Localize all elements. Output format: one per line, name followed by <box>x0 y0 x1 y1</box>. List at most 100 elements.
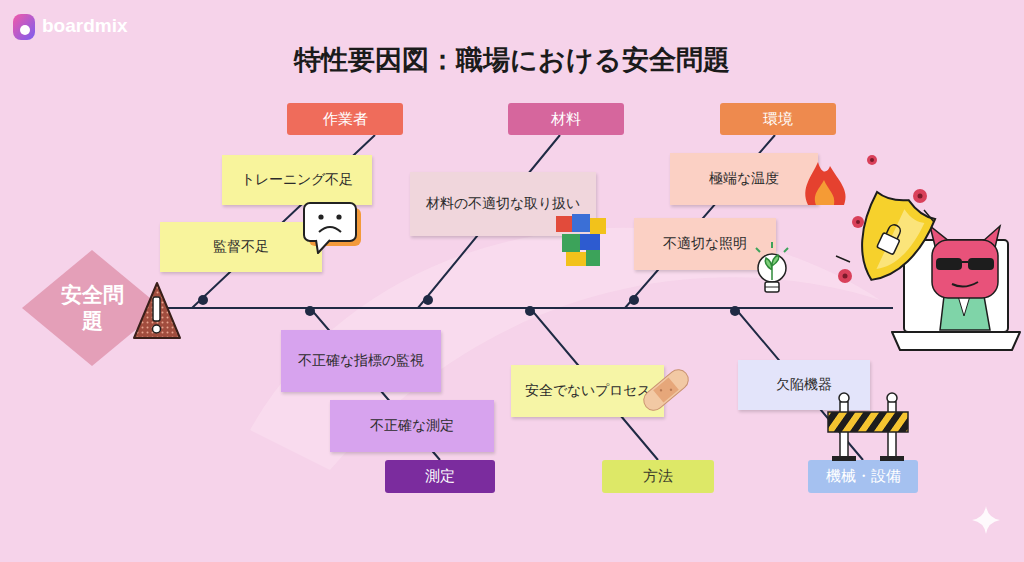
laptop-character <box>932 240 998 298</box>
diagram-title: 特性要因図：職場における安全問題 <box>0 42 1024 78</box>
node-text: 極端な温度 <box>709 170 779 188</box>
diamond-outline <box>22 250 162 366</box>
puzzle-blocks <box>566 252 586 266</box>
junction-dots <box>525 306 535 316</box>
logo-icon <box>13 14 35 40</box>
node-text: 材料の不適切な取り扱い <box>426 195 580 213</box>
cause-note: 不正確な指標の監視 <box>281 330 441 392</box>
puzzle-blocks <box>562 234 580 252</box>
flower-icons <box>838 269 852 283</box>
category-box: 作業者 <box>287 103 403 135</box>
category-box: 測定 <box>385 460 495 493</box>
lightbulb-icon <box>784 248 788 252</box>
barricade-icon <box>828 412 908 432</box>
sparkle-icon <box>972 506 1000 534</box>
cause-note: 材料の不適切な取り扱い <box>410 172 596 236</box>
cause-note: トレーニング不足 <box>222 155 372 205</box>
node-text: 測定 <box>425 467 455 486</box>
laptop-character <box>968 258 994 270</box>
sad-speech-bubble <box>318 214 323 219</box>
logo-wordmark: boardmix <box>42 15 128 37</box>
flower-icons <box>913 189 927 203</box>
flower-icons <box>867 155 877 165</box>
node-text: 環境 <box>763 110 793 129</box>
barricade-icon <box>887 393 897 403</box>
cause-note: 不正確な測定 <box>330 400 494 452</box>
diamond-shape <box>22 250 162 366</box>
flower-icons <box>856 220 860 224</box>
laptop-character <box>904 240 1008 332</box>
shield-icon <box>876 209 926 279</box>
cause-note: 不適切な照明 <box>634 218 776 270</box>
cause-note: 安全でないプロセス <box>511 365 664 417</box>
puzzle-blocks <box>586 250 600 266</box>
node-text: 不正確な測定 <box>370 417 454 435</box>
spine-extension <box>735 307 893 309</box>
shield-icon <box>842 187 938 294</box>
lightbulb-icon <box>765 282 779 292</box>
warning-sign <box>153 325 161 333</box>
laptop-character <box>958 296 970 316</box>
junction-dots <box>198 295 208 305</box>
node-text: 不正確な指標の監視 <box>298 352 424 370</box>
flower-icons <box>870 158 874 162</box>
flower-icons <box>852 216 864 228</box>
sad-speech-bubble <box>319 227 341 232</box>
category-box: 方法 <box>602 460 714 493</box>
laptop-character <box>930 226 950 250</box>
flower-icons <box>913 189 927 203</box>
laptop-character <box>892 226 1020 350</box>
lightbulb-icon <box>765 287 779 288</box>
spine-extension <box>735 308 893 309</box>
background-swoosh <box>250 228 880 470</box>
category-box: 材料 <box>508 103 624 135</box>
laptop-character <box>940 296 990 330</box>
node-text: 不適切な照明 <box>663 235 747 253</box>
flower-icons <box>836 155 934 283</box>
flower-icons <box>836 210 934 262</box>
node-text: 作業者 <box>323 110 368 129</box>
node-text: 機械・設備 <box>826 467 901 486</box>
barricade-icon <box>840 402 848 458</box>
cause-note: 極端な温度 <box>670 153 818 205</box>
laptop-character <box>962 261 968 263</box>
sad-speech-bubble <box>336 214 341 219</box>
flower-icons <box>852 216 864 228</box>
node-text: 安全問題 <box>59 282 125 335</box>
junction-dots <box>305 306 315 316</box>
category-box: 機械・設備 <box>808 460 918 493</box>
shield-icon <box>886 223 902 239</box>
node-text: トレーニング不足 <box>241 171 353 189</box>
effect-diamond: 安全問題 <box>22 250 162 366</box>
cause-note: 監督不足 <box>160 222 322 272</box>
laptop-character <box>952 282 978 287</box>
logo-icon <box>20 25 30 35</box>
node-text: 方法 <box>643 467 673 486</box>
junction-dots <box>629 295 639 305</box>
node-text: 監督不足 <box>213 238 269 256</box>
laptop-character <box>892 332 1020 350</box>
flower-icons <box>867 155 877 165</box>
junction-dots <box>423 295 433 305</box>
logo-icon <box>13 14 35 40</box>
shield-icon <box>877 233 900 255</box>
node-text: 安全でないプロセス <box>525 382 651 400</box>
background-swoosh <box>250 228 880 470</box>
node-text: 欠陥機器 <box>776 376 832 394</box>
flower-icons <box>843 274 848 279</box>
bandage-icon <box>669 388 672 391</box>
node-text: 材料 <box>551 110 581 129</box>
flower-icons <box>918 194 923 199</box>
sparkle-icon <box>972 506 1000 534</box>
laptop-character <box>982 226 1000 252</box>
cause-note: 欠陥機器 <box>738 360 870 410</box>
junction-dots <box>198 295 740 316</box>
junction-dots <box>730 306 740 316</box>
puzzle-blocks <box>580 234 600 250</box>
laptop-character <box>936 258 962 270</box>
barricade-icon <box>888 402 896 458</box>
flower-icons <box>838 269 852 283</box>
shield-icon <box>842 187 938 294</box>
category-box: 環境 <box>720 103 836 135</box>
